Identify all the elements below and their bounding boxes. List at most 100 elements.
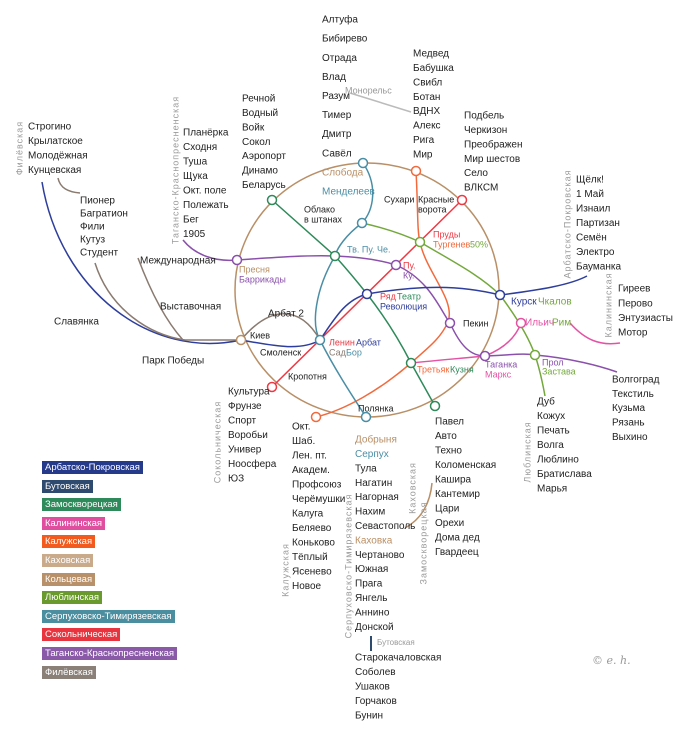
station-label[interactable]: Ушаков [355,682,390,693]
label-kiev[interactable]: Киев [250,330,270,340]
label-vorota[interactable]: ворота [418,204,447,214]
label-sad[interactable]: Сад [329,347,347,357]
station-label[interactable]: 1 Май [576,189,604,200]
station-teatr[interactable] [361,288,373,300]
station-label[interactable]: Бег [183,215,199,226]
station-label[interactable]: Волгоград [612,375,660,386]
label-vystavochnaya[interactable]: Выставочная [160,302,221,313]
station-label[interactable]: Кантемир [435,489,480,500]
station-label[interactable]: Серпух [355,449,389,460]
station-label[interactable]: Донской [355,622,394,633]
station-label[interactable]: Кунцевская [28,165,81,176]
station-label[interactable]: Планёрка [183,128,229,139]
station-label[interactable]: Волга [537,440,564,451]
label-ilich[interactable]: Ильич [525,318,554,329]
station-label[interactable]: ЮЗ [228,474,244,485]
station-label[interactable]: Горчаков [355,696,397,707]
station-presnya[interactable] [231,254,243,266]
station-label[interactable]: Выхино [612,432,648,443]
station-label[interactable]: Печать [537,426,570,437]
station-label[interactable]: Беляево [292,523,332,534]
station-label[interactable]: Спорт [228,416,257,427]
station-label[interactable]: Отрада [322,53,357,64]
station-label[interactable]: Менделеев [322,187,375,198]
station-label[interactable]: Крылатское [28,136,83,147]
station-label[interactable]: Рига [413,135,435,146]
station-label[interactable]: Кашира [435,475,472,486]
label-taganka[interactable]: Таганка [485,359,517,369]
label-polyanka[interactable]: Полянка [358,403,394,413]
station-label[interactable]: Строгино [28,122,72,133]
station-label[interactable]: Речной [242,94,275,105]
station-label[interactable]: Чертаново [355,550,405,561]
station-arbat[interactable] [314,334,326,346]
station-label[interactable]: Коломенская [435,460,496,471]
label-prol[interactable]: Прол [542,357,564,367]
label-tv-pu-che[interactable]: Тв. Пу. Че. [347,244,390,254]
station-label[interactable]: Бауманка [576,262,621,273]
station-label[interactable]: Влад [322,72,346,83]
label-turgenev[interactable]: Тургенев [433,239,470,249]
station-label[interactable]: Дома дед [435,533,480,544]
station-label[interactable]: Туша [183,157,208,168]
station-label[interactable]: Разум [322,91,350,102]
station-label[interactable]: Тимер [322,110,352,121]
station-label[interactable]: Севастополь [355,521,415,532]
station-label[interactable]: Сокол [242,137,271,148]
label-ryad[interactable]: Ряд [380,291,397,301]
label-prudy[interactable]: Пруды [433,229,460,239]
station-label[interactable]: Дуб [537,396,555,408]
station-label[interactable]: Шаб. [292,435,315,447]
station-label[interactable]: Тёплый [292,552,328,563]
station-label[interactable]: Гиреев [618,284,650,295]
station-label[interactable]: Тула [355,463,377,474]
station-label[interactable]: Ноосфера [228,458,277,470]
station-label[interactable]: Щука [183,171,208,182]
label-oblako-2[interactable]: в штанах [304,214,343,224]
station-label[interactable]: Черёмушки [292,494,345,505]
station-label[interactable]: Лен. пт. [292,451,327,462]
station-tv-pu-che[interactable] [329,250,341,262]
station-label[interactable]: Слобода [322,166,364,178]
station-label[interactable]: Село [464,168,488,179]
station-label[interactable]: Ботан [413,92,440,103]
station-label[interactable]: Коньково [292,538,335,549]
station-label[interactable]: Старокачаловская [355,653,441,664]
station-label[interactable]: Люблино [537,454,579,466]
label-slavyanka[interactable]: Славянка [54,317,99,328]
station-label[interactable]: Студент [80,248,119,259]
station-tretyak[interactable] [405,357,417,369]
station-label[interactable]: Алекс [413,121,441,132]
station-kultura[interactable] [266,381,278,393]
station-label[interactable]: Калуга [292,509,324,520]
station-kursk[interactable] [494,289,506,301]
station-label[interactable]: Братислава [537,469,592,480]
station-oblako[interactable] [356,217,368,229]
station-label[interactable]: Пионер [80,196,115,207]
label-kuznya[interactable]: Кузня [450,364,474,374]
station-prol[interactable] [529,349,541,361]
label-arbat[interactable]: Арбат [356,337,381,347]
station-label[interactable]: Аэропорт [242,151,286,162]
station-label[interactable]: Каховка [355,535,393,546]
station-kiev[interactable] [235,334,247,346]
station-label[interactable]: Окт. [292,422,311,433]
station-label[interactable]: Окт. поле [183,186,227,197]
station-label[interactable]: Медвед [413,49,449,60]
station-label[interactable]: Бабушка [413,62,454,74]
label-pu[interactable]: Пу. [403,260,416,270]
station-label[interactable]: Войк [242,122,265,133]
station-okt[interactable] [310,411,322,423]
station-label[interactable]: Фили [80,222,105,233]
label-revolyuciya[interactable]: Революция [380,301,427,311]
station-label[interactable]: Черкизон [464,125,507,136]
label-bor[interactable]: Бор [346,347,362,357]
station-label[interactable]: Энтузиасты [618,313,673,324]
station-label[interactable]: Прага [355,579,383,590]
station-label[interactable]: Нагатин [355,478,392,489]
station-label[interactable]: Электро [576,247,615,258]
station-label[interactable]: Преображен [464,138,523,150]
station-label[interactable]: Янгель [355,593,387,604]
station-label[interactable]: Семён [576,233,607,244]
station-pu-ku[interactable] [390,259,402,271]
